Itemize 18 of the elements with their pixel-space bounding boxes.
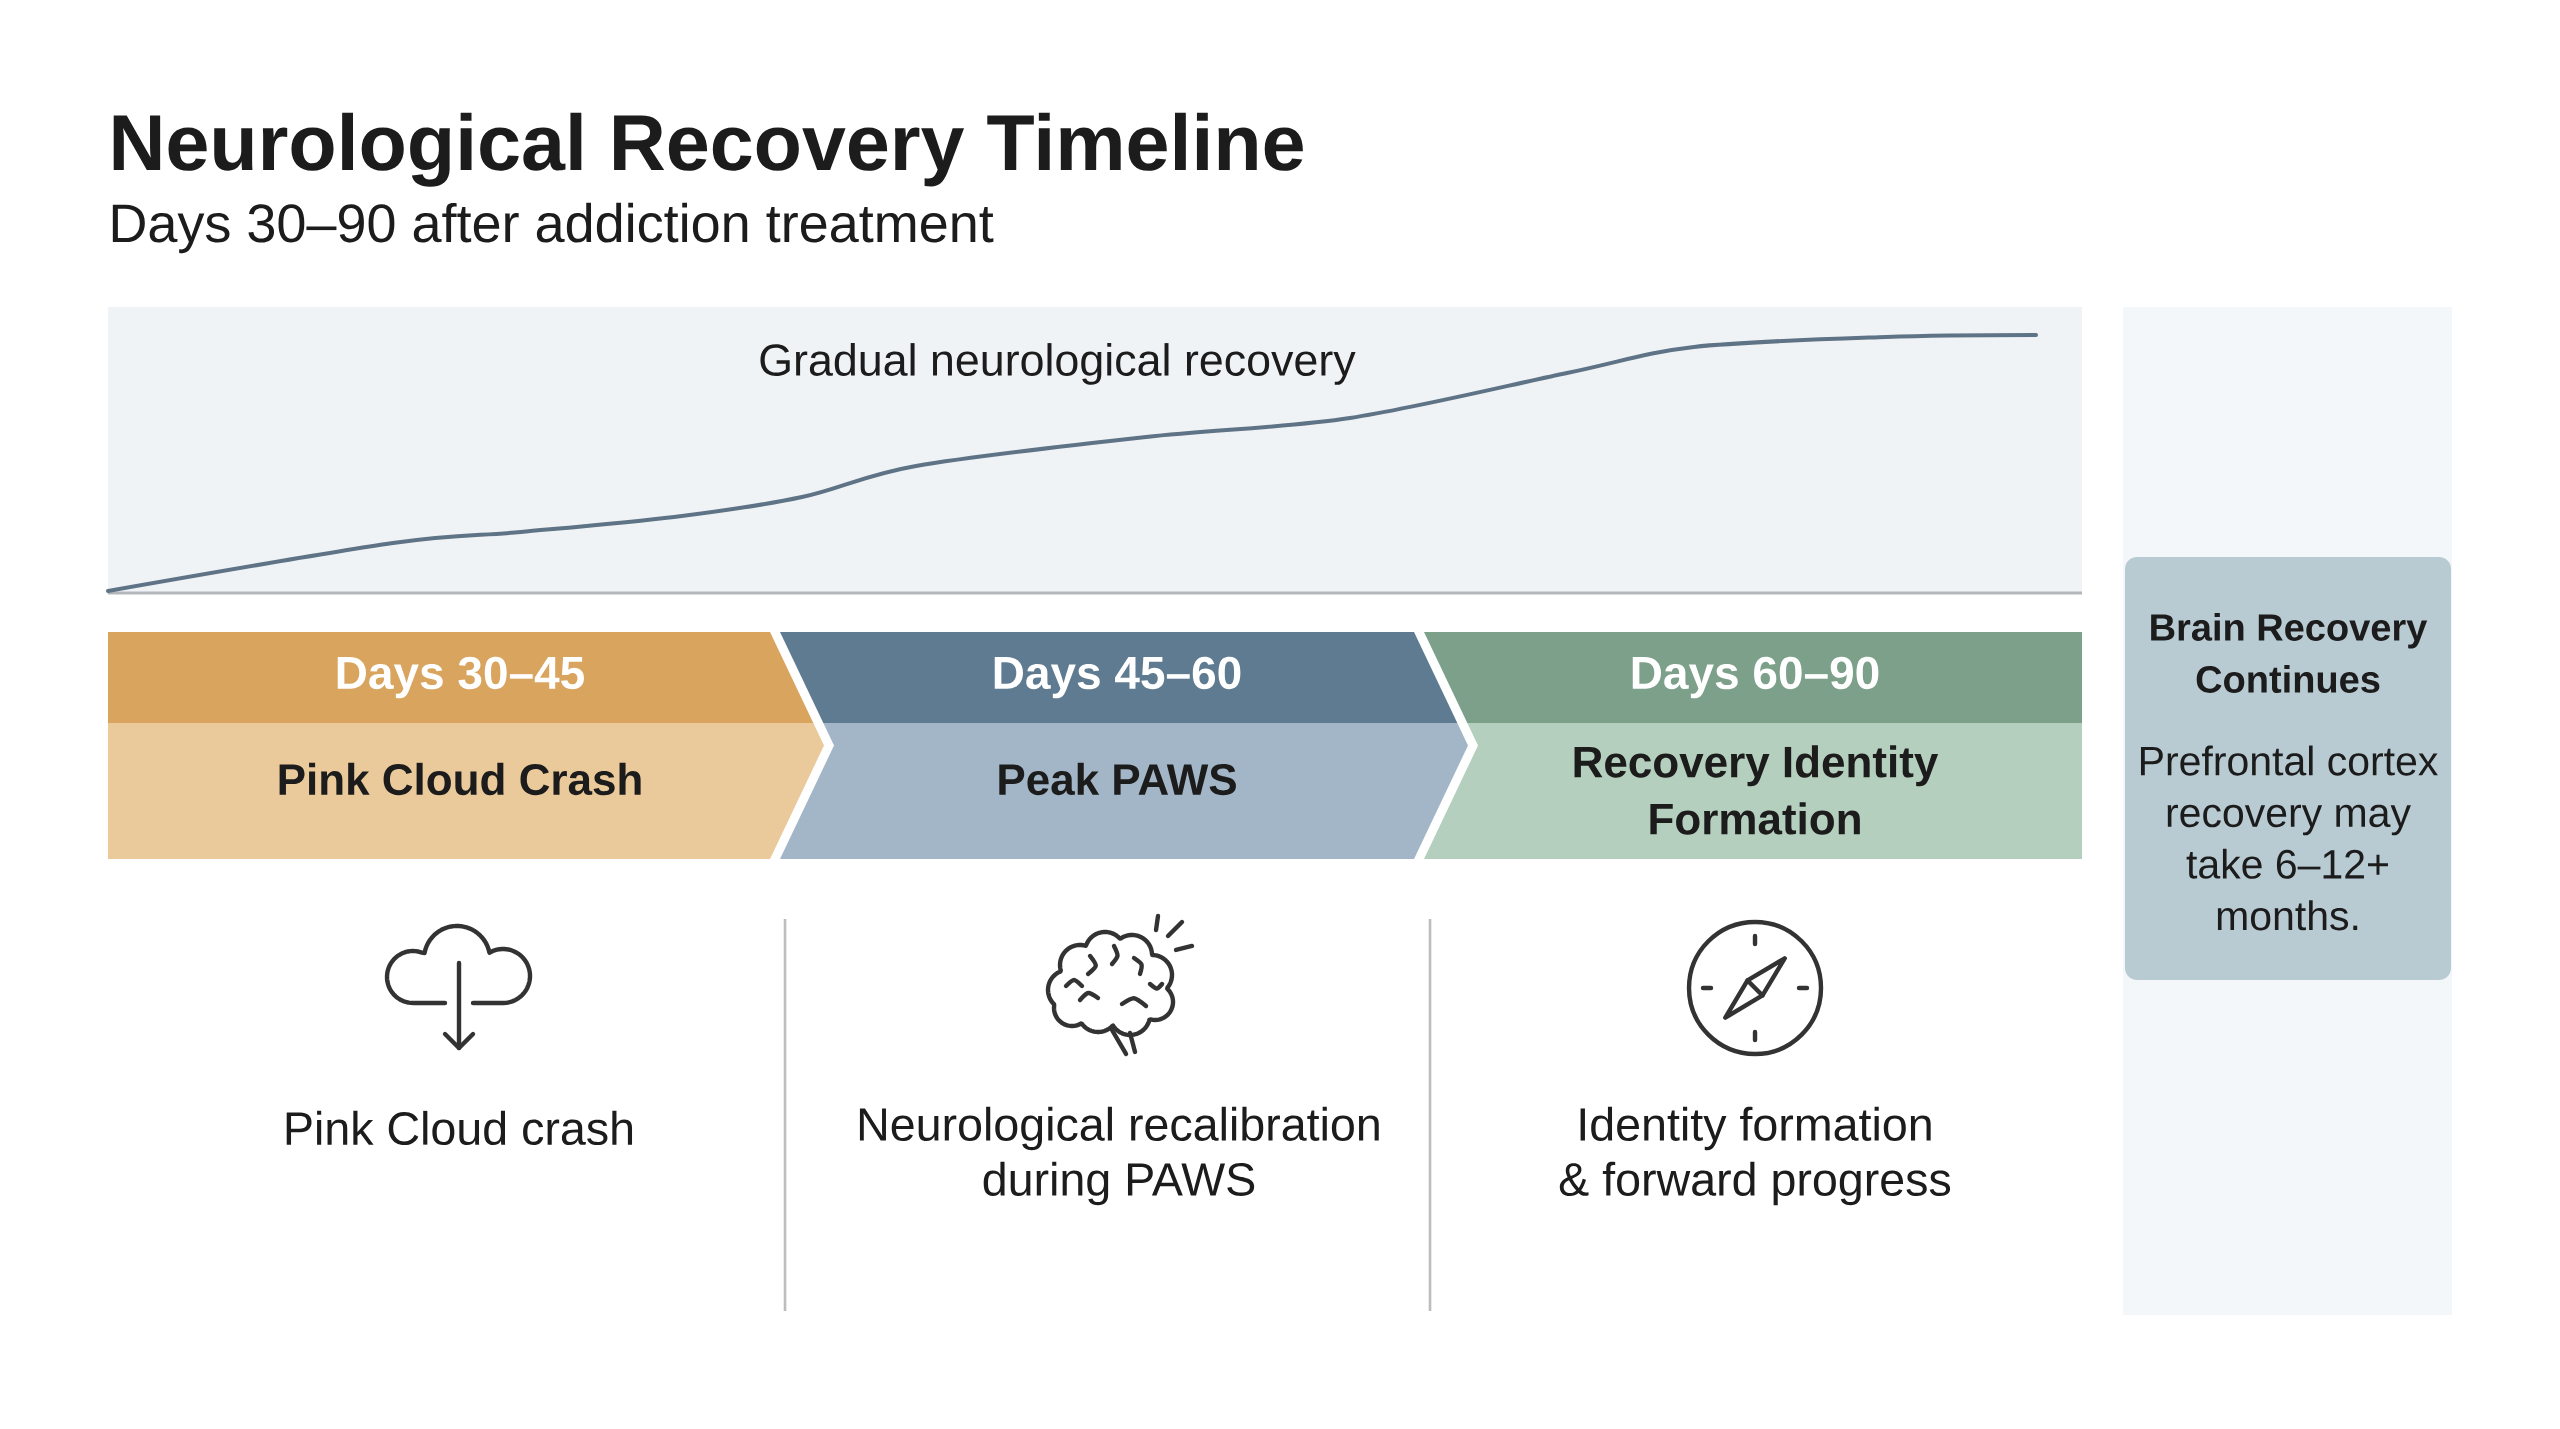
subtitle: Days 30–90 after addiction treatment xyxy=(112,202,994,254)
day-range-label: Days 30–45 xyxy=(337,656,584,699)
card-heading: Brain Recovery Continues xyxy=(2151,613,2428,693)
phase-band xyxy=(780,632,1468,859)
phase-band xyxy=(108,632,824,859)
caption: Neurological recalibration during PAWS xyxy=(859,1106,1379,1206)
phase-band xyxy=(1424,632,2082,859)
caption: Identity formation & forward progress xyxy=(1559,1106,1951,1206)
phase-title: Recovery Identity Formation xyxy=(1574,745,1939,835)
card-text: Prefrontal cortex recovery may take 6–12+ months. xyxy=(2141,745,2438,931)
info-card xyxy=(2125,557,2451,980)
caption: Pink Cloud crash xyxy=(286,1110,632,1146)
chart-label: Gradual neurological recovery xyxy=(760,343,1356,385)
day-range-label: Days 60–90 xyxy=(1632,656,1879,699)
title: Neurological Recovery Timeline xyxy=(113,112,1303,187)
phase-title: Peak PAWS xyxy=(999,762,1236,796)
phase-title: Pink Cloud Crash xyxy=(279,762,641,796)
day-range-label: Days 45–60 xyxy=(994,656,1241,699)
